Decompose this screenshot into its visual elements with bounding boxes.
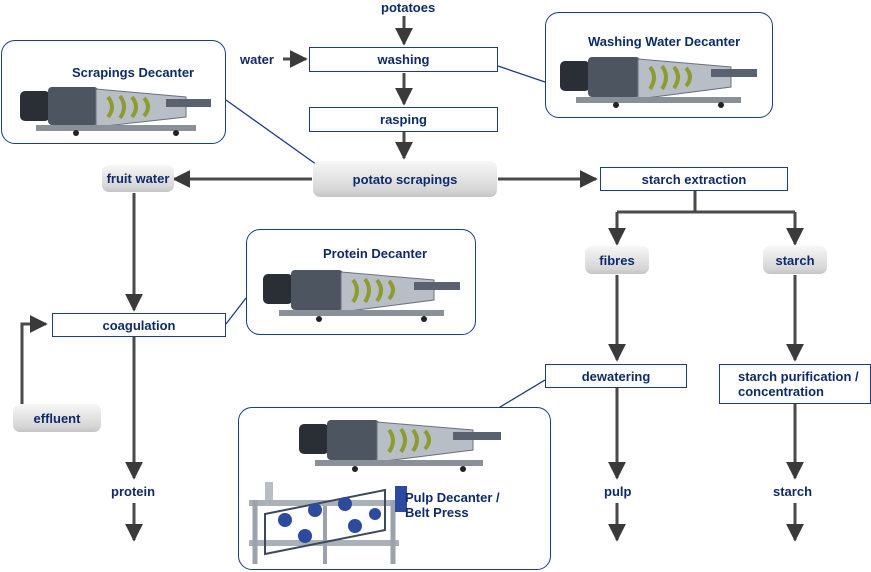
- title-pulp-decanter: Pulp Decanter / Belt Press: [405, 490, 500, 520]
- step-potato-scrapings: potato scrapings: [313, 161, 497, 197]
- leader-scrapings: [225, 99, 321, 168]
- panel-scrapings-decanter: Scrapings Decanter: [1, 40, 226, 144]
- panel-protein-decanter: Protein Decanter: [246, 229, 476, 335]
- input-potatoes: potatoes: [381, 0, 436, 15]
- step-coagulation: coagulation: [52, 313, 226, 337]
- decanter-image: [20, 87, 211, 136]
- starch-purification-line2: concentration: [738, 384, 824, 399]
- input-water: water: [240, 52, 274, 67]
- panel-washing-water-decanter: Washing Water Decanter: [545, 12, 773, 118]
- output-starch: starch: [773, 484, 813, 499]
- title-washing-water-decanter: Washing Water Decanter: [588, 34, 741, 49]
- pulp-title-line1: Pulp Decanter /: [405, 490, 500, 505]
- step-fruit-water: fruit water: [102, 165, 174, 192]
- pulp-title-line2: Belt Press: [405, 505, 469, 520]
- leader-protein: [225, 297, 247, 325]
- panel-pulp-decanter: Pulp Decanter / Belt Press: [238, 407, 551, 570]
- leader-washing-water: [497, 65, 546, 83]
- step-starch-purification: starch purification / concentration: [719, 364, 871, 404]
- starch-purification-line1: starch purification /: [738, 369, 859, 384]
- leader-pulp: [494, 379, 546, 411]
- title-scrapings-decanter: Scrapings Decanter: [72, 65, 195, 80]
- input-effluent: effluent: [13, 404, 101, 432]
- step-starch: starch: [763, 246, 827, 274]
- decanter-image: [263, 270, 460, 322]
- arrow-effluent-loop: [20, 315, 48, 405]
- output-pulp: pulp: [604, 484, 632, 499]
- step-washing: washing: [309, 47, 498, 72]
- output-protein: protein: [111, 484, 156, 499]
- decanter-image: [560, 57, 757, 108]
- decanter-image: [299, 420, 501, 472]
- step-fibres: fibres: [585, 246, 649, 274]
- title-protein-decanter: Protein Decanter: [323, 246, 428, 261]
- step-rasping: rasping: [309, 107, 498, 132]
- step-starch-extraction: starch extraction: [600, 167, 788, 191]
- step-dewatering: dewatering: [545, 364, 687, 388]
- belt-press-image: [249, 482, 407, 564]
